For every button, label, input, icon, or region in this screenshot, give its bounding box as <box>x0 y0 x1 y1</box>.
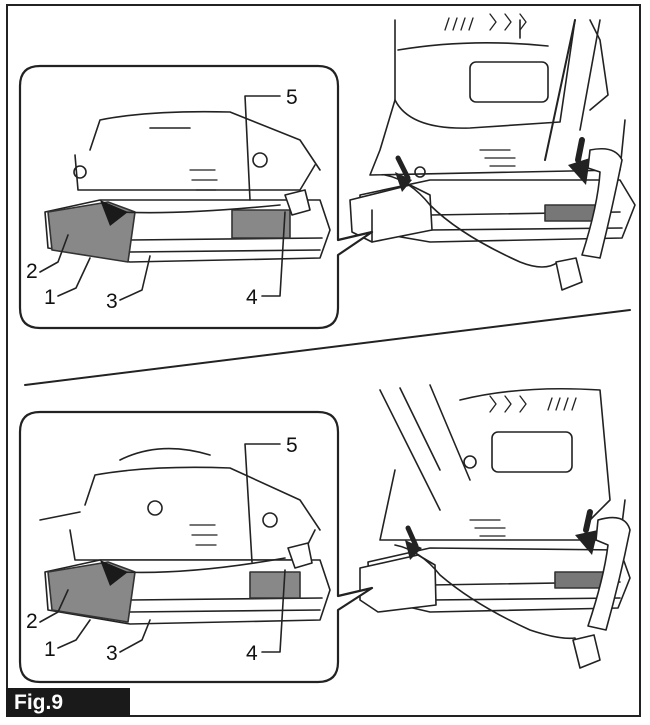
top-detail-inset <box>18 64 374 330</box>
callout-1-top: 1 <box>44 286 56 309</box>
callout-1-bottom: 1 <box>44 638 56 661</box>
figure-label: Fig.9 <box>6 688 130 717</box>
callout-2-top: 2 <box>26 260 38 283</box>
callout-3-bottom: 3 <box>106 642 118 665</box>
panel-divider <box>24 309 631 386</box>
callout-2-bottom: 2 <box>26 610 38 633</box>
bottom-sander-overview <box>359 384 631 669</box>
callout-4-bottom: 4 <box>246 642 258 665</box>
callout-5-top: 5 <box>286 86 298 109</box>
top-sander-overview <box>349 13 636 291</box>
bottom-callouts: 5 2 1 3 4 <box>26 434 298 665</box>
bottom-detail-inset <box>18 410 374 684</box>
callout-4-top: 4 <box>246 286 258 309</box>
top-callouts: 5 2 1 3 4 <box>26 86 298 313</box>
callout-5-bottom: 5 <box>286 434 298 457</box>
callout-3-top: 3 <box>106 290 118 313</box>
